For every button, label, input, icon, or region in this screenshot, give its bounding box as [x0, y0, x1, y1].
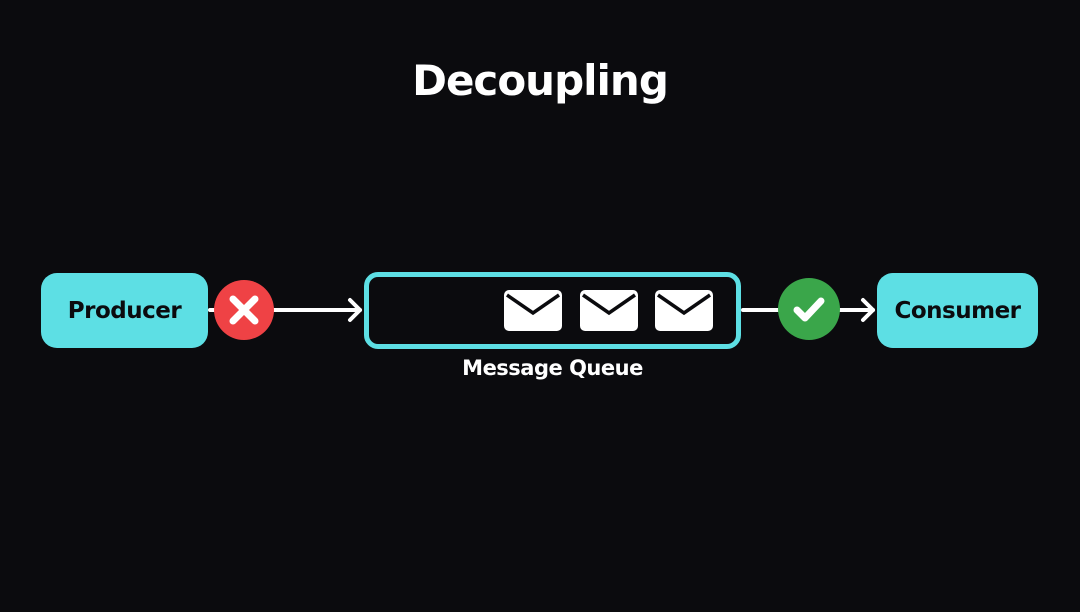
envelope-icon: [655, 290, 713, 331]
diagram-title: Decoupling: [412, 56, 669, 105]
consumer-node: Consumer: [877, 273, 1038, 348]
x-circle-icon: [214, 280, 274, 340]
envelope-icon: [504, 290, 562, 331]
check-circle-icon: [778, 278, 840, 340]
producer-label: Producer: [67, 297, 182, 324]
envelope-icon: [580, 290, 638, 331]
queue-label: Message Queue: [462, 356, 643, 380]
consumer-label: Consumer: [894, 297, 1021, 324]
producer-node: Producer: [41, 273, 208, 348]
